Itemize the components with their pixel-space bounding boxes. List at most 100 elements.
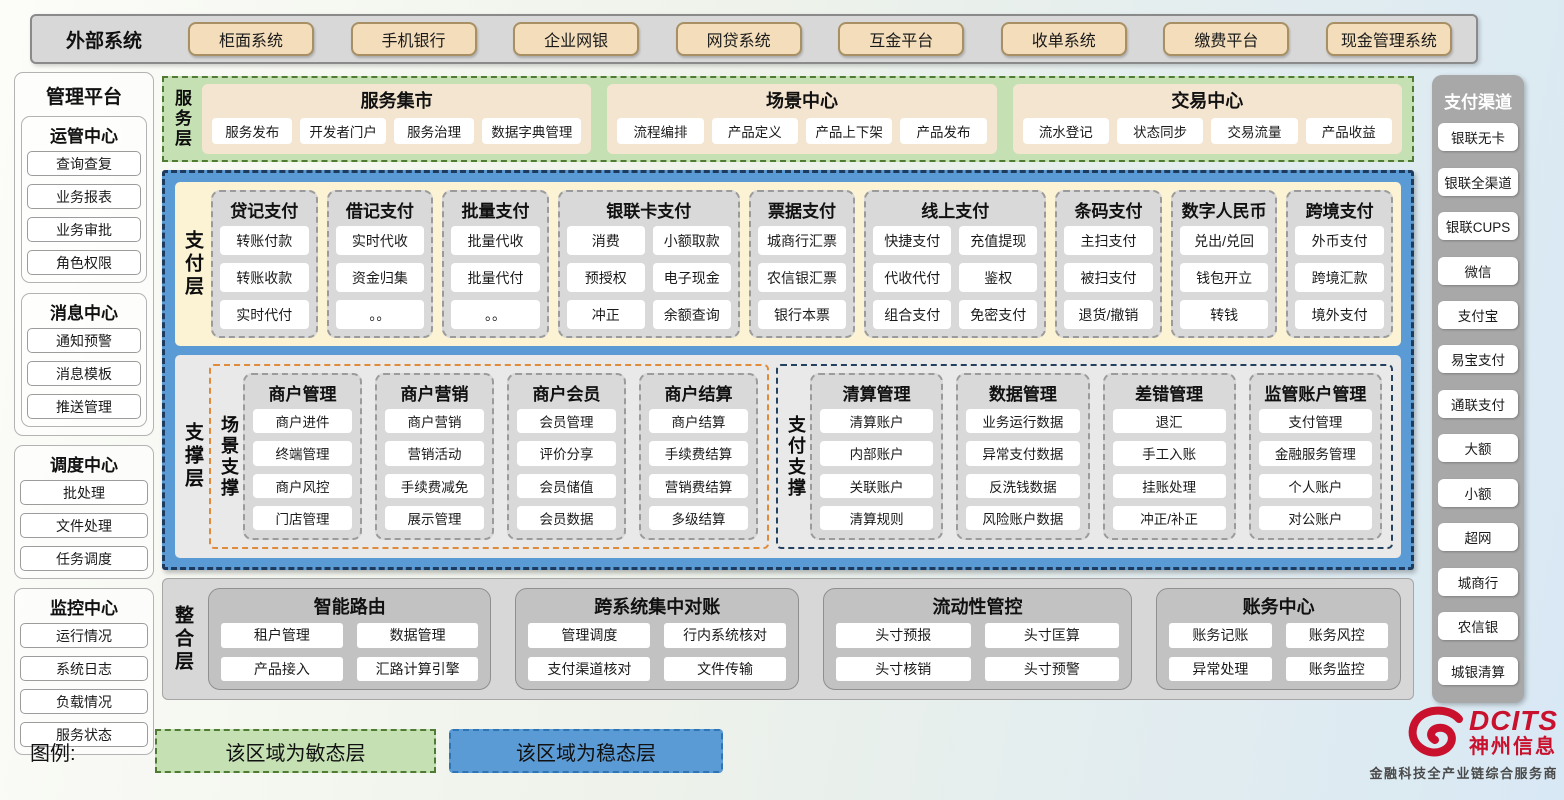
support-item-button[interactable]: 冲正/补正	[1112, 505, 1226, 530]
support-item-button[interactable]: 营销费结算	[649, 473, 748, 498]
payment-channel-button[interactable]: 城商行	[1438, 567, 1518, 596]
management-item-button[interactable]: 服务状态	[20, 722, 148, 747]
external-system-button[interactable]: 网贷系统	[675, 22, 802, 56]
payment-item-button[interactable]: 快捷支付	[873, 226, 952, 255]
integration-item-button[interactable]: 账务记账	[1169, 623, 1272, 648]
integration-item-button[interactable]: 数据管理	[356, 623, 479, 648]
payment-channel-button[interactable]: 小额	[1438, 478, 1518, 507]
payment-channel-button[interactable]: 城银清算	[1438, 656, 1518, 685]
support-item-button[interactable]: 异常支付数据	[966, 441, 1080, 466]
payment-item-button[interactable]: 代收代付	[873, 263, 952, 292]
payment-item-button[interactable]: 资金归集	[335, 263, 425, 292]
support-item-button[interactable]: 多级结算	[649, 505, 748, 530]
external-system-button[interactable]: 手机银行	[350, 22, 477, 56]
payment-item-button[interactable]: 被扫支付	[1064, 263, 1153, 292]
support-item-button[interactable]: 手续费结算	[649, 441, 748, 466]
management-item-button[interactable]: 业务报表	[27, 184, 141, 209]
integration-item-button[interactable]: 头寸核销	[835, 656, 971, 681]
payment-item-button[interactable]: 实时代收	[335, 226, 425, 255]
payment-channel-button[interactable]: 支付宝	[1438, 301, 1518, 330]
support-item-button[interactable]: 清算规则	[820, 505, 934, 530]
payment-item-button[interactable]: 实时代付	[220, 300, 309, 329]
payment-item-button[interactable]: 。。	[451, 300, 540, 329]
external-system-button[interactable]: 企业网银	[513, 22, 640, 56]
payment-channel-button[interactable]: 微信	[1438, 256, 1518, 285]
payment-item-button[interactable]: 城商行汇票	[757, 226, 847, 255]
integration-item-button[interactable]: 汇路计算引擎	[356, 656, 479, 681]
external-system-button[interactable]: 互金平台	[838, 22, 965, 56]
payment-item-button[interactable]: 消费	[566, 226, 645, 255]
service-item-button[interactable]: 流水登记	[1022, 117, 1109, 144]
integration-item-button[interactable]: 异常处理	[1169, 656, 1272, 681]
management-item-button[interactable]: 批处理	[20, 480, 148, 505]
payment-channel-button[interactable]: 银联全渠道	[1438, 167, 1518, 196]
payment-item-button[interactable]: 充值提现	[959, 226, 1038, 255]
payment-item-button[interactable]: 批量代付	[451, 263, 540, 292]
support-item-button[interactable]: 商户风控	[253, 473, 352, 498]
support-item-button[interactable]: 会员储值	[517, 473, 616, 498]
support-item-button[interactable]: 终端管理	[253, 441, 352, 466]
service-item-button[interactable]: 产品上下架	[805, 117, 893, 144]
management-item-button[interactable]: 消息模板	[27, 361, 141, 386]
support-item-button[interactable]: 对公账户	[1258, 505, 1372, 530]
service-item-button[interactable]: 产品发布	[900, 117, 987, 144]
support-item-button[interactable]: 手续费减免	[385, 473, 484, 498]
management-item-button[interactable]: 系统日志	[20, 656, 148, 681]
external-system-button[interactable]: 现金管理系统	[1325, 22, 1452, 56]
payment-channel-button[interactable]: 大额	[1438, 434, 1518, 463]
management-item-button[interactable]: 任务调度	[20, 546, 148, 571]
payment-item-button[interactable]: 跨境汇款	[1295, 263, 1384, 292]
external-system-button[interactable]: 缴费平台	[1163, 22, 1290, 56]
payment-item-button[interactable]: 电子现金	[652, 263, 731, 292]
support-item-button[interactable]: 关联账户	[820, 473, 934, 498]
payment-channel-button[interactable]: 易宝支付	[1438, 345, 1518, 374]
management-item-button[interactable]: 业务审批	[27, 217, 141, 242]
support-item-button[interactable]: 商户进件	[253, 409, 352, 434]
management-item-button[interactable]: 角色权限	[27, 250, 141, 275]
support-item-button[interactable]: 门店管理	[253, 505, 352, 530]
support-item-button[interactable]: 个人账户	[1258, 473, 1372, 498]
integration-item-button[interactable]: 租户管理	[221, 623, 343, 648]
management-item-button[interactable]: 推送管理	[27, 394, 141, 419]
support-item-button[interactable]: 挂账处理	[1112, 473, 1226, 498]
payment-item-button[interactable]: 钱包开立	[1179, 263, 1269, 292]
payment-item-button[interactable]: 冲正	[566, 300, 645, 329]
payment-item-button[interactable]: 小额取款	[652, 226, 731, 255]
support-item-button[interactable]: 展示管理	[385, 505, 484, 530]
payment-item-button[interactable]: 农信银汇票	[757, 263, 847, 292]
support-item-button[interactable]: 手工入账	[1112, 441, 1226, 466]
service-item-button[interactable]: 产品收益	[1305, 117, 1392, 144]
service-item-button[interactable]: 数据字典管理	[482, 117, 582, 144]
service-item-button[interactable]: 状态同步	[1116, 117, 1204, 144]
support-item-button[interactable]: 清算账户	[820, 409, 934, 434]
payment-item-button[interactable]: 预授权	[566, 263, 645, 292]
integration-item-button[interactable]: 文件传输	[664, 656, 786, 681]
management-item-button[interactable]: 负载情况	[20, 689, 148, 714]
support-item-button[interactable]: 会员数据	[517, 505, 616, 530]
payment-item-button[interactable]: 外币支付	[1295, 226, 1384, 255]
integration-item-button[interactable]: 行内系统核对	[664, 623, 786, 648]
payment-channel-button[interactable]: 通联支付	[1438, 389, 1518, 418]
payment-item-button[interactable]: 主扫支付	[1064, 226, 1153, 255]
payment-item-button[interactable]: 免密支付	[959, 300, 1038, 329]
payment-channel-button[interactable]: 银联CUPS	[1438, 212, 1518, 241]
payment-item-button[interactable]: 余额查询	[652, 300, 731, 329]
integration-item-button[interactable]: 产品接入	[221, 656, 343, 681]
integration-item-button[interactable]: 头寸匡算	[984, 623, 1120, 648]
support-item-button[interactable]: 风险账户数据	[966, 505, 1080, 530]
payment-item-button[interactable]: 转钱	[1179, 300, 1269, 329]
support-item-button[interactable]: 业务运行数据	[966, 409, 1080, 434]
payment-item-button[interactable]: 退货/撤销	[1064, 300, 1153, 329]
payment-item-button[interactable]: 境外支付	[1295, 300, 1384, 329]
payment-channel-button[interactable]: 超网	[1438, 523, 1518, 552]
service-item-button[interactable]: 服务治理	[393, 117, 475, 144]
integration-item-button[interactable]: 支付渠道核对	[528, 656, 651, 681]
integration-item-button[interactable]: 管理调度	[528, 623, 651, 648]
integration-item-button[interactable]: 账务风控	[1285, 623, 1388, 648]
integration-item-button[interactable]: 头寸预警	[984, 656, 1120, 681]
management-item-button[interactable]: 运行情况	[20, 623, 148, 648]
support-item-button[interactable]: 营销活动	[385, 441, 484, 466]
service-item-button[interactable]: 产品定义	[711, 117, 798, 144]
payment-channel-button[interactable]: 银联无卡	[1438, 123, 1518, 152]
support-item-button[interactable]: 金融服务管理	[1258, 441, 1372, 466]
